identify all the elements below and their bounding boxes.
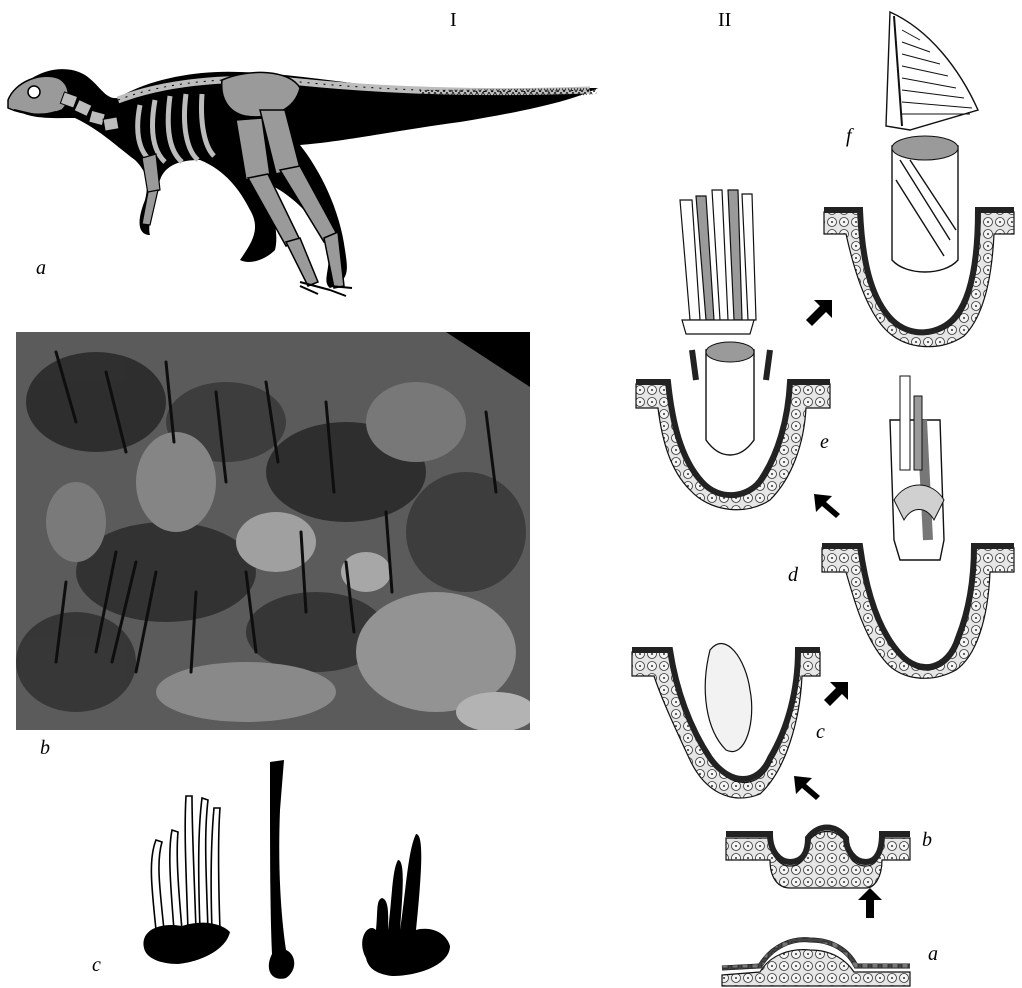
filament-silhouettes [130,750,470,980]
stage-a-placode [722,940,910,986]
panel-II-a-label: a [928,944,938,964]
panel-I-b-label: b [40,738,50,758]
stage-c-follicle [632,644,820,798]
panel-II-b-label: b [922,830,932,850]
dinosaur-skeleton-illustration [0,50,610,310]
stage-d-follicle [822,376,1014,678]
panel-I-a-label: a [36,258,46,278]
fossil-photo [16,332,530,730]
arrow-icon [806,300,832,326]
panel-I-c-label: c [92,955,101,975]
arrow-icon [824,682,848,706]
panel-II-e-label: e [820,432,829,452]
stage-e-follicle [636,190,830,510]
arrow-icon [814,494,840,518]
panel-II-c-label: c [816,722,825,742]
panel-II-d-label: d [788,565,798,585]
stage-f-follicle [824,12,1014,347]
follicle-stage-drawings [610,0,1022,988]
column-label-I: I [450,10,457,30]
arrow-icon [794,776,820,800]
panel-II-f-label: f [846,126,852,146]
stage-b-invagination [726,828,910,889]
arrow-icon [858,888,882,918]
